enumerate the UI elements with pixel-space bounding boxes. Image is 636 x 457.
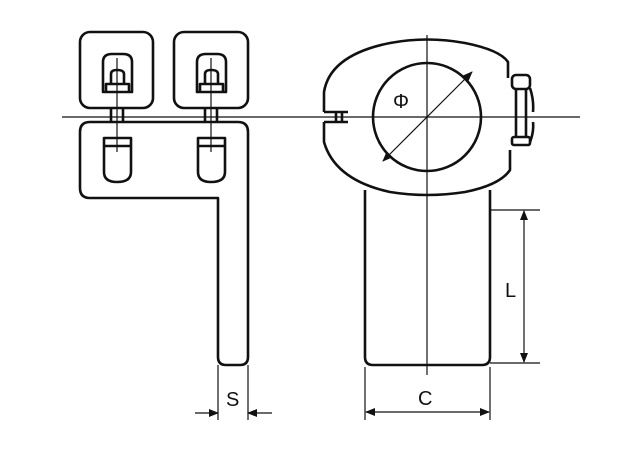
dimension-l: L bbox=[490, 209, 540, 364]
mounting-plate bbox=[78, 120, 250, 367]
thickness-label: S bbox=[226, 389, 239, 411]
clamp-bolt bbox=[510, 73, 532, 147]
width-label: C bbox=[418, 388, 432, 410]
clamp-body bbox=[322, 38, 535, 197]
dimension-c: C bbox=[364, 367, 491, 420]
side-view bbox=[78, 30, 250, 367]
front-view: Φ bbox=[322, 35, 535, 375]
diameter-arrow bbox=[382, 71, 473, 162]
diameter-label: Φ bbox=[393, 91, 409, 113]
length-label: L bbox=[505, 280, 516, 302]
dimension-s: S bbox=[195, 365, 272, 420]
